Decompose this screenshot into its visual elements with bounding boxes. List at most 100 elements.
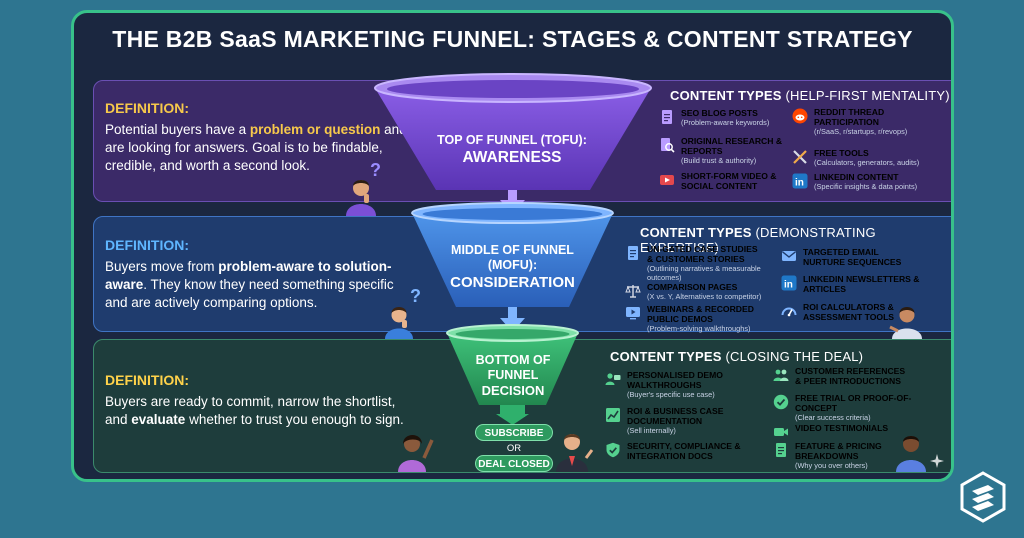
stage-label-line: BOTTOM OF (475, 353, 551, 367)
item-subtitle: (Specific insights & data points) (814, 182, 918, 191)
item-title: PERSONALISED DEMO WALKTHROUGHS (627, 370, 723, 390)
gauge-icon (781, 307, 797, 317)
stage-label-line: MIDDLE OF FUNNEL (451, 243, 574, 257)
definition-label: DEFINITION: (105, 237, 189, 253)
stage-label-line: AWARENESS (462, 149, 562, 166)
stage-label-line: TOP OF FUNNEL (TOFU): (437, 133, 587, 147)
list-item: CUSTOMER REFERENCES & PEER INTRODUCTIONS (773, 366, 913, 386)
item-subtitle: (X vs. Y, Alternatives to competitor) (647, 292, 762, 301)
item-subtitle: (Buyer's specific use case) (627, 390, 715, 399)
standing-person-icon (896, 436, 926, 472)
research-icon (661, 138, 675, 153)
mofu-definition: DEFINITION: Buyers move from problem-awa… (105, 236, 415, 312)
tofu-stage-label: TOP OF FUNNEL (TOFU): AWARENESS (412, 133, 612, 167)
camera-icon (774, 428, 788, 436)
page-title: THE B2B SaaS MARKETING FUNNEL: STAGES & … (112, 26, 913, 52)
definition-part: Buyers are ready to commit, narrow the s… (105, 394, 396, 427)
users-icon (605, 373, 621, 385)
list-item: ROI CALCULATORS & ASSESSMENT TOOLS (781, 302, 921, 322)
heading-sub: (DEMONSTRATING EXPERTISE) (640, 225, 876, 255)
item-title: SEO BLOG POSTS (681, 108, 758, 118)
item-subtitle: (Outlining narratives & measurable outco… (647, 264, 761, 282)
document-icon (662, 110, 672, 124)
list-item: REDDIT THREAD PARTICIPATION(r/SaaS, r/st… (792, 107, 932, 136)
presenter-person-icon (889, 307, 922, 339)
mofu-stage-label: MIDDLE OF FUNNEL (MOFU): CONSIDERATION (425, 243, 600, 291)
list-item: in LINKEDIN NEWSLETTERS & ARTICLES (781, 274, 921, 294)
sparkle-icon (930, 454, 944, 468)
stage-label-line: FUNNEL (487, 368, 539, 382)
definition-highlight: evaluate (131, 412, 186, 427)
item-title: COMPARISON PAGES (647, 282, 738, 292)
tools-icon (793, 150, 807, 164)
item-title: REDDIT THREAD PARTICIPATION (814, 107, 885, 127)
item-title: VIDEO TESTIMONIALS (795, 423, 889, 433)
play-icon (626, 307, 640, 320)
or-label: OR (506, 443, 522, 454)
item-title: TARGETED EMAIL NURTURE SEQUENCES (803, 247, 902, 267)
check-shield-icon (773, 394, 789, 410)
heading-main: CONTENT TYPES (670, 88, 782, 103)
item-title: FREE TRIAL OR PROOF-OF-CONCEPT (795, 393, 912, 413)
thinking-person-icon (346, 180, 376, 216)
brand-logo-icon (960, 471, 1006, 523)
item-subtitle: (r/SaaS, r/startups, r/revops) (814, 127, 908, 136)
list-item: UN-GATED CASE STUDIES & CUSTOMER STORIES… (625, 244, 765, 282)
item-subtitle: (Sell internally) (627, 426, 676, 435)
list-item: TARGETED EMAIL NURTURE SEQUENCES (781, 247, 921, 267)
list-item: SEO BLOG POSTS(Problem-aware keywords) (659, 108, 799, 127)
stage-label-line: CONSIDERATION (450, 274, 575, 291)
scale-icon (625, 285, 641, 298)
definition-part: whether to trust you enough to sign. (185, 412, 404, 427)
linkedin-icon: in (792, 173, 808, 189)
question-mark: ? (410, 286, 421, 306)
definition-label: DEFINITION: (105, 372, 189, 388)
item-subtitle: (Why you over others) (795, 461, 868, 470)
svg-text:in: in (795, 178, 804, 189)
subscribe-badge: SUBSCRIBE (475, 424, 553, 441)
list-item: in LINKEDIN CONTENT(Specific insights & … (792, 172, 932, 191)
businessman-icon (556, 434, 594, 472)
item-subtitle: (Problem-solving walkthroughs) (647, 324, 751, 333)
list-item: FREE TRIAL OR PROOF-OF-CONCEPT(Clear suc… (773, 393, 913, 422)
stage-label-line: DECISION (481, 383, 545, 398)
item-title: LINKEDIN NEWSLETTERS & ARTICLES (803, 274, 920, 294)
item-title: WEBINARS & RECORDED PUBLIC DEMOS (647, 304, 754, 324)
stage-label-line: (MOFU): (487, 258, 538, 272)
item-title: LINKEDIN CONTENT (814, 172, 899, 182)
heading-sub: (HELP-FIRST MENTALITY) (785, 88, 950, 103)
item-title: FREE TOOLS (814, 148, 869, 158)
thinking-person-icon (385, 307, 413, 339)
list-item: ORIGINAL RESEARCH & REPORTS(Build trust … (659, 136, 799, 165)
item-title: FEATURE & PRICING BREAKDOWNS (795, 441, 882, 461)
bofu-content-types-heading: CONTENT TYPES (CLOSING THE DEAL) (610, 349, 863, 364)
item-subtitle: (Build trust & authority) (681, 156, 757, 165)
list-item: SHORT-FORM VIDEO & SOCIAL CONTENT (659, 171, 799, 191)
people-icon (773, 369, 789, 381)
definition-part: . They know they need something specific… (105, 277, 394, 310)
item-title: SHORT-FORM VIDEO & SOCIAL CONTENT (681, 171, 777, 191)
excited-person-icon (398, 435, 434, 472)
item-subtitle: (Calculators, generators, audits) (814, 158, 920, 167)
list-item: FEATURE & PRICING BREAKDOWNS(Why you ove… (773, 441, 913, 470)
bofu-definition: DEFINITION: Buyers are ready to commit, … (105, 371, 415, 429)
video-icon (660, 175, 674, 185)
item-title: ROI & BUSINESS CASE DOCUMENTATION (627, 406, 724, 426)
document-icon (628, 246, 638, 260)
shield-icon (606, 442, 620, 458)
definition-highlight: problem-aware to solution-aware (105, 259, 392, 292)
definition-text: Buyers move from problem-aware to soluti… (105, 258, 415, 312)
heading-main: CONTENT TYPES (640, 225, 752, 240)
definition-label: DEFINITION: (105, 100, 189, 116)
item-title: ORIGINAL RESEARCH & REPORTS (681, 136, 783, 156)
item-title: UN-GATED CASE STUDIES & CUSTOMER STORIES (647, 244, 758, 264)
list-item: COMPARISON PAGES(X vs. Y, Alternatives t… (625, 282, 765, 301)
email-icon (782, 251, 796, 261)
chart-icon (606, 408, 620, 422)
item-subtitle: (Clear success criteria) (795, 413, 871, 422)
heading-sub: (CLOSING THE DEAL) (725, 349, 864, 364)
reddit-icon (792, 108, 808, 124)
list-item: FREE TOOLS(Calculators, generators, audi… (792, 148, 932, 167)
definition-highlight: problem or question (249, 122, 381, 137)
list-item: WEBINARS & RECORDED PUBLIC DEMOS(Problem… (625, 304, 765, 333)
